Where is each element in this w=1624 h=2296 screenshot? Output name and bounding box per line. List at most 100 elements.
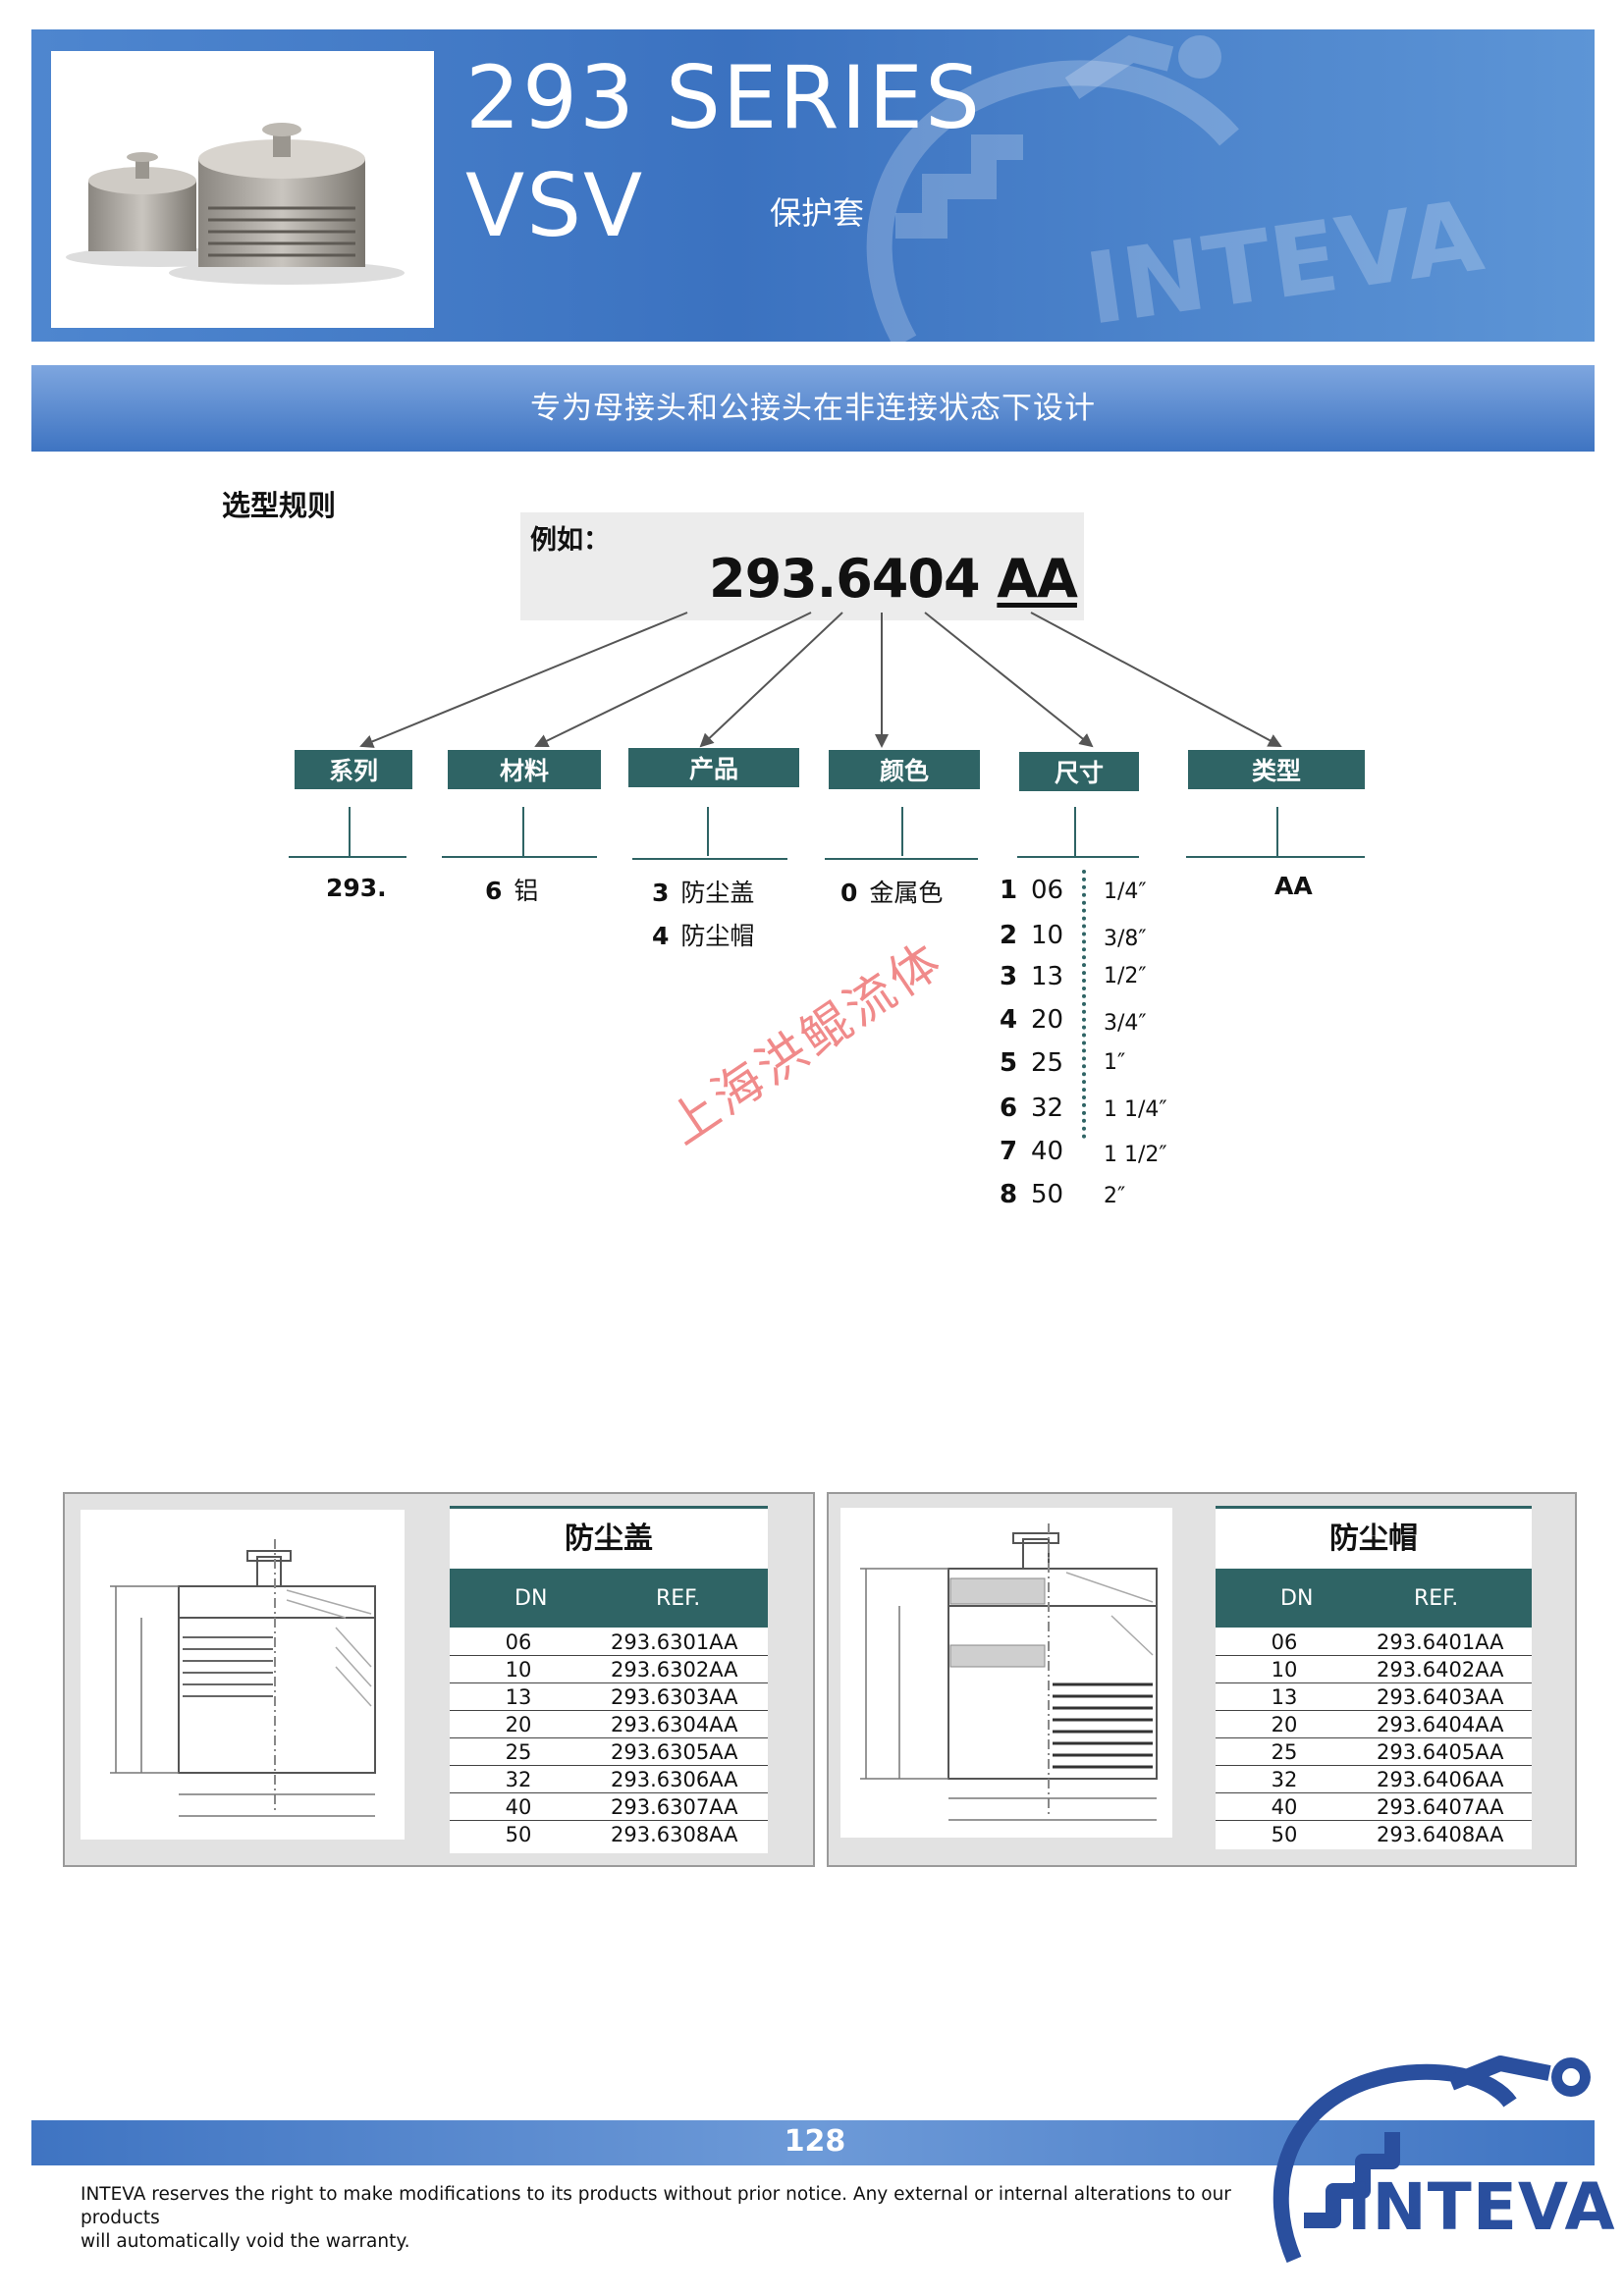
product-name: 防尘帽	[680, 922, 755, 950]
size-dotted-divider	[1082, 870, 1086, 1139]
cell-ref: 293.6301AA	[611, 1630, 738, 1654]
baseline-material	[442, 856, 597, 858]
stem-color	[901, 807, 903, 856]
arrow-size	[924, 612, 1094, 748]
table-row: 20 293.6404AA	[1216, 1710, 1532, 1738]
cell-ref: 293.6302AA	[611, 1658, 738, 1682]
size-dn: 06	[1031, 876, 1064, 905]
size-inch: 3/8″	[1104, 927, 1147, 951]
inteva-logo-text: INTEVA	[1347, 2169, 1616, 2245]
category-material: 材料	[448, 750, 601, 789]
example-code: 293.6404 AA	[709, 548, 1078, 610]
cell-ref: 293.6405AA	[1377, 1740, 1504, 1764]
size-code: 6	[1000, 1094, 1018, 1123]
dust-cap-table-header: DN REF.	[1216, 1569, 1532, 1628]
table-row: 10 293.6402AA	[1216, 1655, 1532, 1683]
inteva-watermark-logo: INTEVA	[866, 34, 1489, 342]
footer-bar	[31, 2120, 1595, 2165]
size-dn: 32	[1031, 1094, 1064, 1123]
cell-dn: 25	[505, 1740, 532, 1764]
table-row: 06 293.6401AA	[1216, 1628, 1532, 1656]
cell-dn: 20	[1271, 1713, 1298, 1736]
cell-dn: 50	[505, 1823, 532, 1846]
cell-ref: 293.6306AA	[611, 1768, 738, 1791]
disclaimer-line-1: INTEVA reserves the right to make modifi…	[81, 2184, 1231, 2228]
size-code: 3	[1000, 962, 1018, 991]
tagline-banner: 专为母接头和公接头在非连接状态下设计	[31, 365, 1595, 452]
size-dn: 20	[1031, 1005, 1064, 1035]
size-dn: 13	[1031, 962, 1064, 991]
page-number: 128	[784, 2124, 846, 2159]
column-ref: REF.	[1414, 1586, 1459, 1611]
cell-dn: 32	[1271, 1768, 1298, 1791]
cell-dn: 32	[505, 1768, 532, 1791]
cell-dn: 06	[505, 1630, 532, 1654]
example-code-suffix: AA	[997, 548, 1078, 610]
cell-ref: 293.6303AA	[611, 1685, 738, 1709]
baseline-product	[632, 858, 787, 860]
cell-dn: 10	[1271, 1658, 1298, 1682]
cell-dn: 06	[1271, 1630, 1298, 1654]
stem-product	[707, 807, 709, 856]
stem-series	[349, 807, 351, 856]
disclaimer-line-2: will automatically void the warranty.	[81, 2231, 410, 2252]
size-inch: 1/2″	[1104, 964, 1147, 988]
cell-ref: 293.6402AA	[1377, 1658, 1504, 1682]
column-dn: DN	[1280, 1586, 1314, 1611]
size-inch: 1/4″	[1104, 880, 1147, 904]
size-dn: 25	[1031, 1048, 1064, 1078]
type-value: AA	[1274, 872, 1313, 900]
dust-cap-table-title: 防尘帽	[1216, 1506, 1532, 1570]
cell-dn: 40	[505, 1795, 532, 1819]
example-label: 例如：	[530, 525, 610, 556]
size-code: 7	[1000, 1137, 1018, 1166]
header-band: INTEVA 293 SERIES VSV	[31, 29, 1595, 342]
rules-title: 选型规则	[222, 489, 337, 522]
table-row: 25 293.6405AA	[1216, 1737, 1532, 1766]
category-series: 系列	[295, 750, 412, 789]
cell-ref: 293.6404AA	[1377, 1713, 1504, 1736]
material-code: 6	[485, 877, 503, 905]
color-name: 金属色	[869, 879, 944, 907]
cell-dn: 10	[505, 1658, 532, 1682]
size-code: 5	[1000, 1048, 1018, 1078]
cell-ref: 293.6406AA	[1377, 1768, 1504, 1791]
cell-dn: 40	[1271, 1795, 1298, 1819]
category-size: 尺寸	[1019, 752, 1139, 791]
color-option: 0 金属色	[840, 874, 943, 909]
arrow-type	[1030, 612, 1282, 747]
cell-dn: 25	[1271, 1740, 1298, 1764]
dust-cap-panel: 防尘帽 DN REF. 06 293.6401AA 10 293.6402AA 13…	[827, 1492, 1577, 1867]
cell-dn: 13	[1271, 1685, 1298, 1709]
category-type: 类型	[1188, 750, 1365, 789]
distributor-watermark: 上海洪鲲流体	[658, 930, 954, 1156]
size-code: 4	[1000, 1005, 1018, 1035]
table-row: 40 293.6407AA	[1216, 1792, 1532, 1821]
warranty-disclaimer: INTEVA reserves the right to make modifi…	[81, 2183, 1259, 2254]
cell-ref: 293.6408AA	[1377, 1823, 1504, 1846]
size-code: 1	[1000, 876, 1018, 905]
column-dn: DN	[514, 1586, 548, 1611]
cell-dn: 20	[505, 1713, 532, 1736]
size-dn: 10	[1031, 921, 1064, 950]
size-inch: 1″	[1104, 1050, 1126, 1075]
stem-material	[522, 807, 524, 856]
color-code: 0	[840, 879, 858, 907]
dust-cap-drawing	[840, 1508, 1172, 1838]
arrow-product	[699, 612, 843, 748]
dust-plug-table-header: DN REF.	[450, 1569, 768, 1628]
size-dn: 40	[1031, 1137, 1064, 1166]
cell-ref: 293.6407AA	[1377, 1795, 1504, 1819]
product-code: 3	[652, 879, 670, 907]
series-chinese-name: 保护套	[770, 194, 865, 232]
cell-ref: 293.6401AA	[1377, 1630, 1504, 1654]
stem-size	[1074, 807, 1076, 856]
size-code: 2	[1000, 921, 1018, 950]
